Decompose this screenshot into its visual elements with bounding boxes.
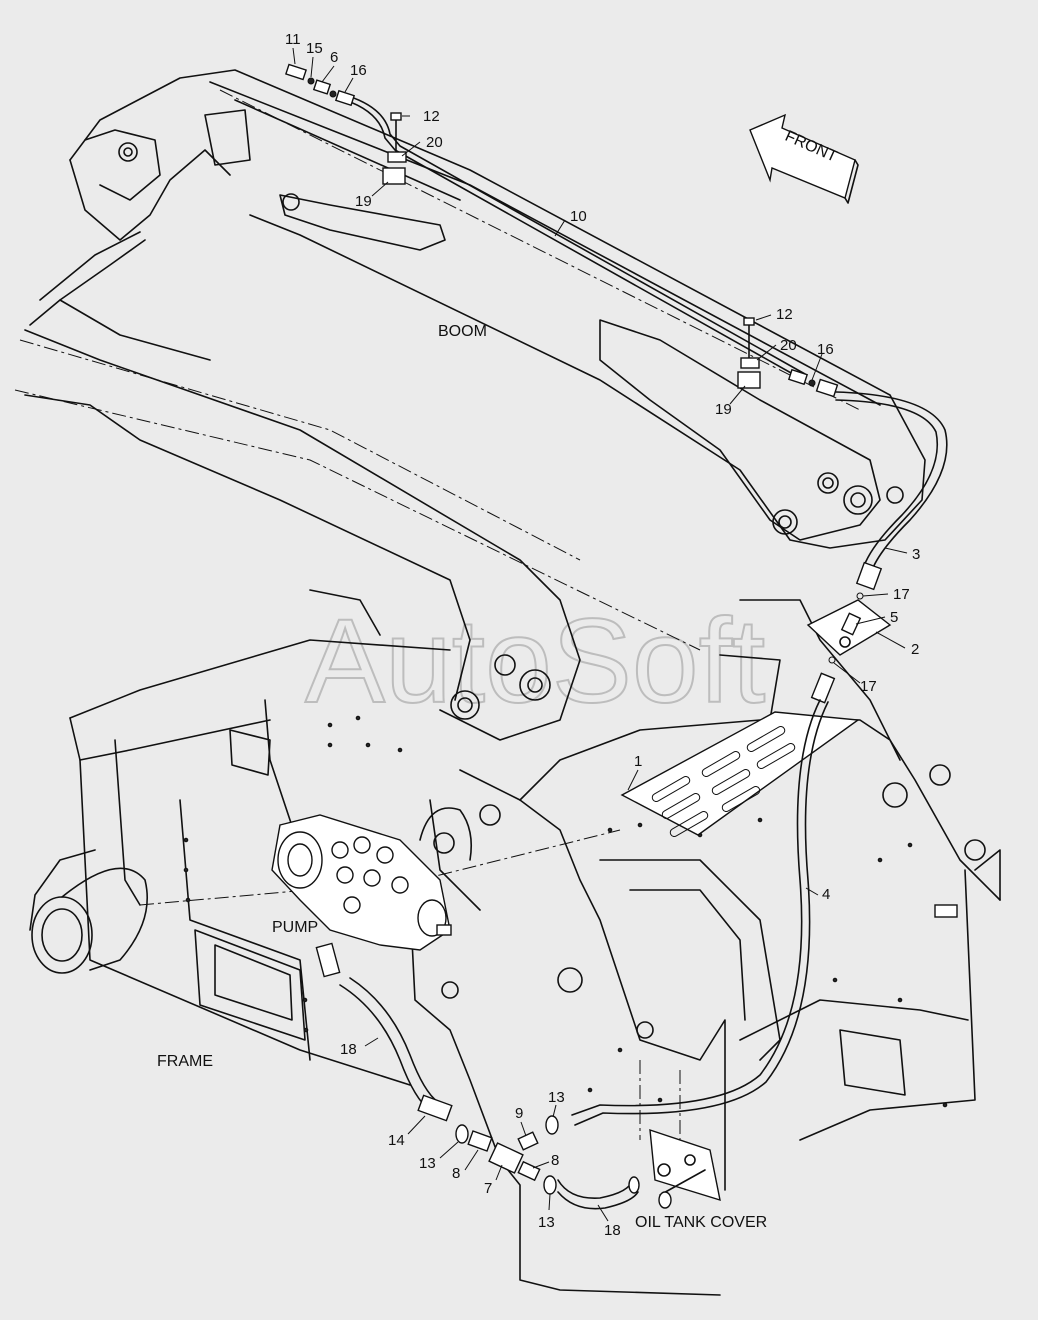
label-pump: PUMP — [272, 919, 318, 936]
watermark: AutoSoft — [305, 594, 765, 728]
label-oil-tank-cover: OIL TANK COVER — [635, 1214, 767, 1231]
area-labels: BOOM FRAME PUMP OIL TANK COVER — [157, 323, 767, 1231]
callouts: 11 15 6 16 12 20 19 10 12 20 16 19 3 17 … — [285, 31, 920, 1239]
callout-16b: 16 — [817, 341, 834, 358]
callout-13c: 13 — [538, 1214, 555, 1231]
front-arrow: FRONT — [749, 113, 859, 204]
frame-holes — [183, 715, 948, 1108]
callout-8b: 8 — [551, 1152, 559, 1169]
hose-18-left — [339, 977, 453, 1122]
callout-18b: 18 — [604, 1222, 621, 1239]
callout-10: 10 — [570, 208, 587, 225]
callout-19b: 19 — [715, 401, 732, 418]
oil-tank-cover — [649, 1128, 721, 1209]
callout-12b: 12 — [776, 306, 793, 323]
label-boom: BOOM — [438, 323, 487, 340]
boom-drawing — [14, 69, 926, 741]
callout-11: 11 — [285, 31, 301, 48]
callout-16: 16 — [350, 62, 367, 79]
pump-drawing — [271, 814, 452, 978]
callout-13b: 13 — [548, 1089, 565, 1106]
hydraulic-tube-10 — [285, 63, 839, 398]
callout-13: 13 — [419, 1155, 436, 1172]
callout-20b: 20 — [780, 337, 797, 354]
callout-14: 14 — [388, 1132, 405, 1149]
fitting-assembly — [455, 1115, 559, 1195]
callout-4: 4 — [822, 886, 830, 903]
callout-17: 17 — [893, 586, 910, 603]
callout-9: 9 — [515, 1105, 523, 1122]
callout-19: 19 — [355, 193, 372, 210]
callout-17b: 17 — [860, 678, 877, 695]
callout-6: 6 — [330, 49, 338, 66]
callout-7: 7 — [484, 1180, 492, 1197]
callout-2: 2 — [911, 641, 919, 658]
hose-4 — [571, 699, 829, 1126]
hose-3 — [835, 391, 948, 591]
grille-plate-1 — [620, 711, 860, 837]
callout-18: 18 — [340, 1041, 357, 1058]
hose-18-right — [557, 1176, 640, 1210]
callout-1: 1 — [634, 753, 642, 770]
callout-15: 15 — [306, 40, 323, 57]
callout-3: 3 — [912, 546, 920, 563]
callout-12: 12 — [423, 108, 440, 125]
callout-5: 5 — [890, 609, 898, 626]
callout-8: 8 — [452, 1165, 460, 1182]
label-frame: FRAME — [157, 1053, 213, 1070]
mounting-plate-2 — [806, 592, 892, 704]
callout-20: 20 — [426, 134, 443, 151]
